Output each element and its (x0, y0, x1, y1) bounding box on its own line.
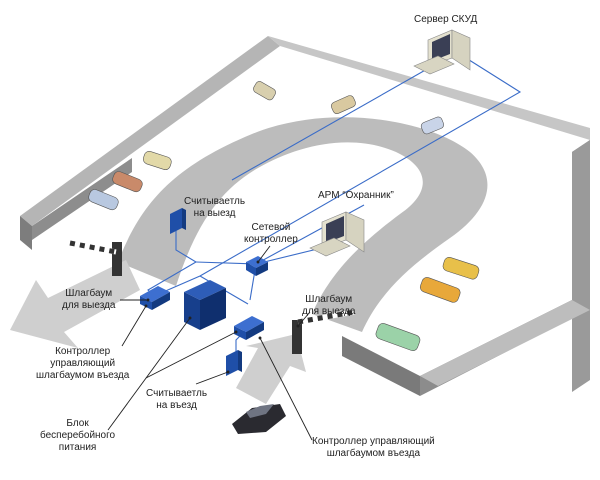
entry-controller-device (234, 316, 264, 340)
guard-workstation (309, 211, 365, 257)
car (420, 116, 444, 135)
car-entering (232, 404, 286, 434)
car (442, 257, 480, 280)
car (330, 95, 356, 114)
entry-arrow (236, 334, 306, 404)
car (375, 323, 421, 351)
leader-lines (107, 245, 313, 441)
car (419, 277, 461, 303)
exit-controller-device (140, 286, 170, 310)
server-computer (413, 29, 471, 75)
exit-arrow (10, 260, 140, 348)
server-label: Сервер СКУД (414, 14, 478, 25)
exit-barrier (69, 240, 122, 276)
car (112, 171, 143, 193)
arm-label: АРМ “Охранник” (318, 190, 394, 201)
reader-entry-device (226, 350, 242, 376)
car (253, 81, 276, 101)
circulation-road (118, 117, 488, 332)
reader-exit-device (170, 208, 186, 234)
entry-barrier (292, 309, 355, 354)
car (142, 151, 172, 171)
car (88, 189, 119, 211)
